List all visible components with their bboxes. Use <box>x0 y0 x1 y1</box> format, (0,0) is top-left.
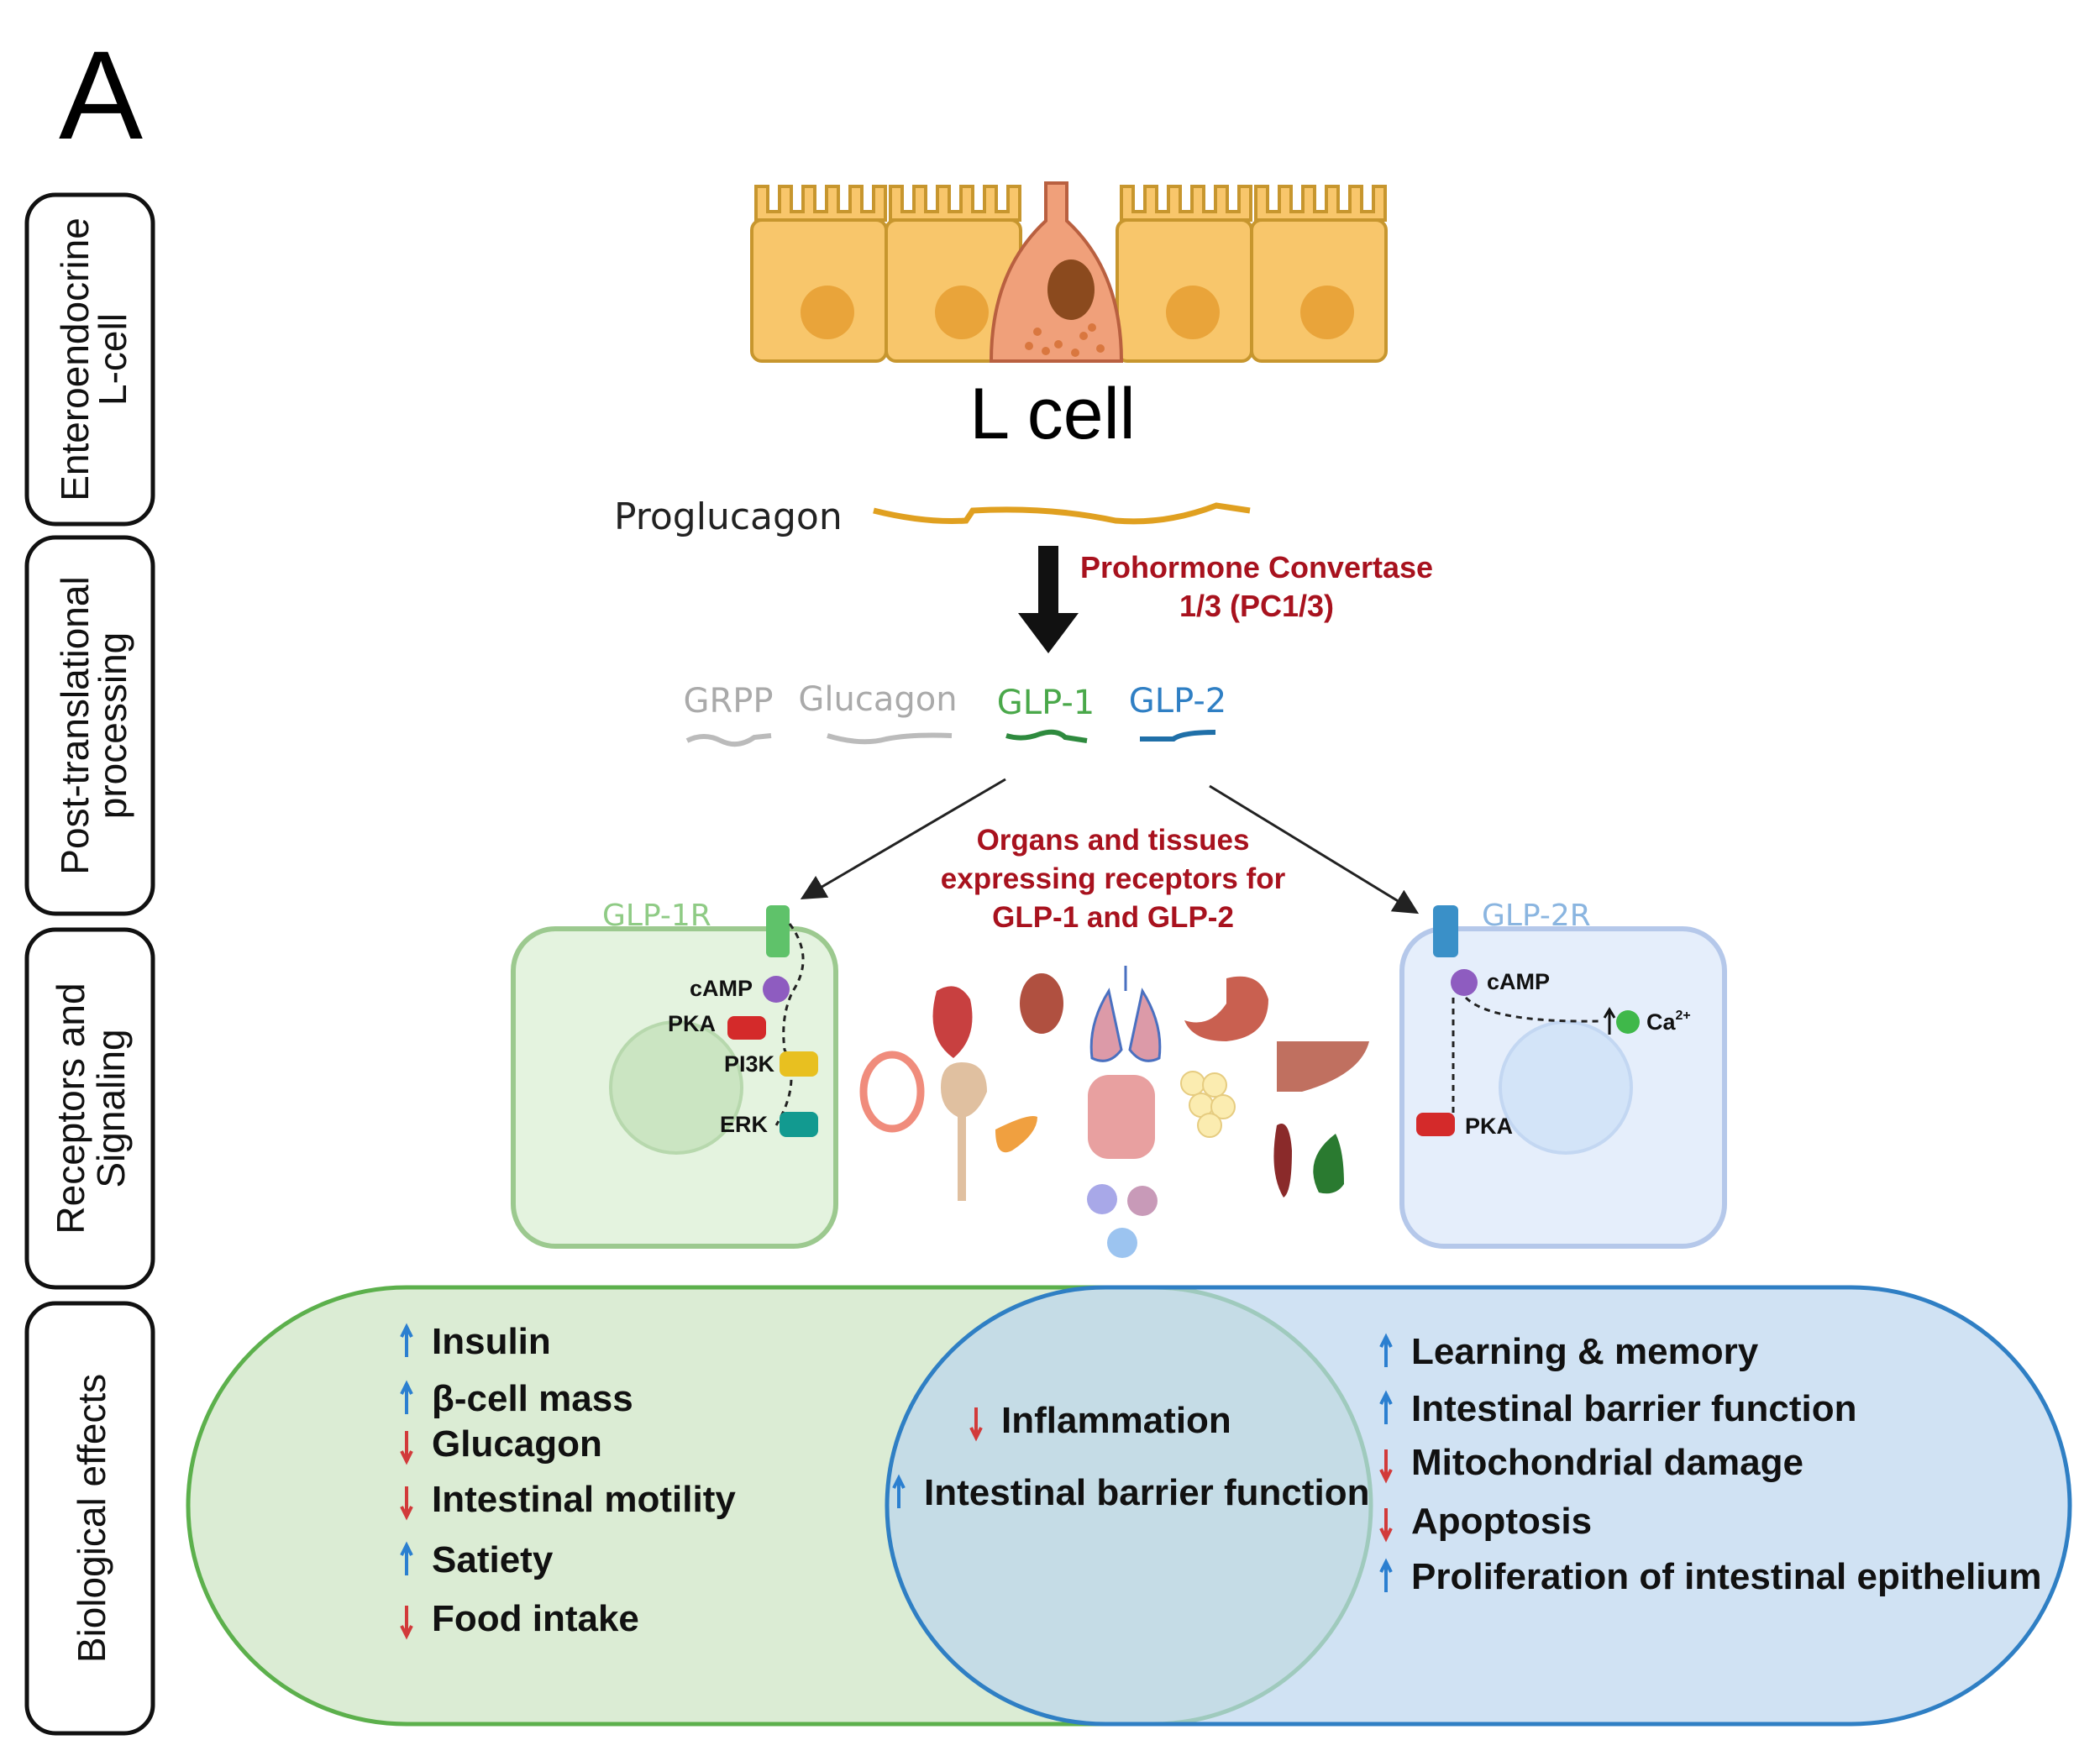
side-label-processing: Post-translational processing <box>24 535 155 916</box>
adipose-icon <box>1180 1071 1236 1138</box>
down-arrow-icon <box>400 1431 413 1465</box>
side-label-line2: Signaling <box>89 1029 133 1187</box>
up-arrow-icon <box>400 1541 413 1575</box>
glp1r-cell: GLP-1R cAMP PKA PI3K ERK <box>511 899 838 1249</box>
effect-item: Mitochondrial damage <box>1411 1442 1803 1483</box>
enzyme-label-line2: 1/3 (PC1/3) <box>1179 589 1334 623</box>
receptor-icon <box>1433 905 1458 957</box>
blood-vessel-icon <box>859 1051 925 1133</box>
arrow-to-glp2r <box>1209 784 1420 915</box>
up-arrow-icon <box>1379 1333 1393 1367</box>
glp2r-pka: PKA <box>1465 1114 1513 1139</box>
product-grpp: GRPP <box>683 682 773 721</box>
enzyme-label-line1: Prohormone Convertase <box>1080 550 1433 584</box>
organs-caption-line1: Organs and tissues <box>977 824 1250 857</box>
side-labels: Enteroendocrine L-cell Post-translationa… <box>24 192 155 1736</box>
organs-illustration <box>859 966 1369 1258</box>
intestine-icon <box>1088 1075 1155 1159</box>
side-label-line1: Post-translational <box>53 576 97 874</box>
effect-item: Intestinal barrier function <box>924 1472 1370 1513</box>
side-label-line2: processing <box>91 632 134 819</box>
organs-caption-line2: expressing receptors for <box>941 862 1286 895</box>
effect-item: Food intake <box>432 1598 639 1639</box>
l-cell-title: L cell <box>969 374 1136 454</box>
effect-item: Insulin <box>432 1321 551 1362</box>
side-label-enteroendocrine: Enteroendocrine L-cell <box>24 192 155 527</box>
immune-cells-icon <box>1087 1184 1158 1258</box>
down-arrow-icon <box>969 1407 983 1442</box>
effect-item: Learning & memory <box>1411 1331 1759 1372</box>
glp1r-pka: PKA <box>668 1011 716 1036</box>
side-label-line1: Enteroendocrine <box>53 218 97 501</box>
glp2r-cell: GLP-2R cAMP Ca2+ PKA <box>1399 899 1727 1249</box>
side-label-receptors: Receptors and Signaling <box>24 927 155 1290</box>
up-arrow-icon <box>1379 1558 1393 1592</box>
gallbladder-icon <box>1313 1134 1344 1194</box>
glp2r-label: GLP-2R <box>1482 899 1591 933</box>
organs-caption-line3: GLP-1 and GLP-2 <box>992 901 1234 934</box>
effect-item: Apoptosis <box>1411 1501 1592 1542</box>
glp1r-label: GLP-1R <box>602 899 711 933</box>
up-arrow-icon <box>400 1323 413 1357</box>
down-arrow-icon <box>400 1606 413 1640</box>
effect-item: Satiety <box>432 1539 554 1580</box>
down-arrow-icon <box>1379 1449 1393 1484</box>
up-arrow-icon <box>1603 1007 1616 1035</box>
lungs-icon <box>1089 966 1162 1062</box>
up-arrow-icon <box>400 1380 413 1414</box>
glp1r-pi3k: PI3K <box>724 1051 775 1077</box>
stomach-icon <box>1184 976 1268 1041</box>
epithelium-illustration <box>750 181 1388 363</box>
effect-item: Glucagon <box>432 1423 602 1465</box>
effect-item: Intestinal barrier function <box>1411 1388 1857 1429</box>
proglucagon-chain <box>873 502 1251 525</box>
glp2-effects-region <box>885 1285 2072 1727</box>
effect-item: Intestinal motility <box>432 1479 736 1520</box>
pancreas-icon <box>995 1116 1037 1153</box>
down-arrow-icon <box>1379 1508 1393 1543</box>
product-glp2: GLP-2 <box>1129 682 1226 721</box>
product-glp1: GLP-1 <box>997 684 1095 722</box>
peptide-products: GRPP Glucagon GLP-1 GLP-2 <box>683 680 1226 747</box>
glp2r-calcium: Ca2+ <box>1646 1009 1691 1035</box>
organs-caption: Organs and tissues expressing receptors … <box>941 824 1286 934</box>
liver-icon <box>1277 1041 1369 1092</box>
up-arrow-icon <box>1379 1390 1393 1424</box>
side-label-line1: Receptors and <box>49 983 92 1234</box>
receptor-icon <box>766 905 790 957</box>
heart-icon <box>932 986 973 1058</box>
down-arrow-icon <box>400 1486 413 1521</box>
glp1r-camp: cAMP <box>690 976 753 1001</box>
up-arrow-icon <box>892 1474 906 1508</box>
effect-item: Proliferation of intestinal epithelium <box>1411 1556 2042 1597</box>
side-label-line1: Biological effects <box>70 1374 113 1663</box>
side-label-effects: Biological effects <box>24 1301 155 1736</box>
glp1r-erk: ERK <box>720 1112 769 1137</box>
arrow-to-glp1r <box>800 778 1006 900</box>
product-glucagon: Glucagon <box>798 680 957 719</box>
processing-arrow <box>1018 546 1079 653</box>
panel-label: A <box>59 24 143 165</box>
effect-item: β-cell mass <box>432 1378 633 1419</box>
spleen-icon <box>1273 1124 1292 1198</box>
kidney-icon <box>1020 973 1063 1034</box>
side-label-line2: L-cell <box>91 313 134 406</box>
proglucagon-label: Proglucagon <box>614 495 843 538</box>
effect-item: Inflammation <box>1001 1400 1231 1441</box>
glp2r-camp: cAMP <box>1487 969 1550 994</box>
brain-spinal-cord-icon <box>941 1062 987 1201</box>
